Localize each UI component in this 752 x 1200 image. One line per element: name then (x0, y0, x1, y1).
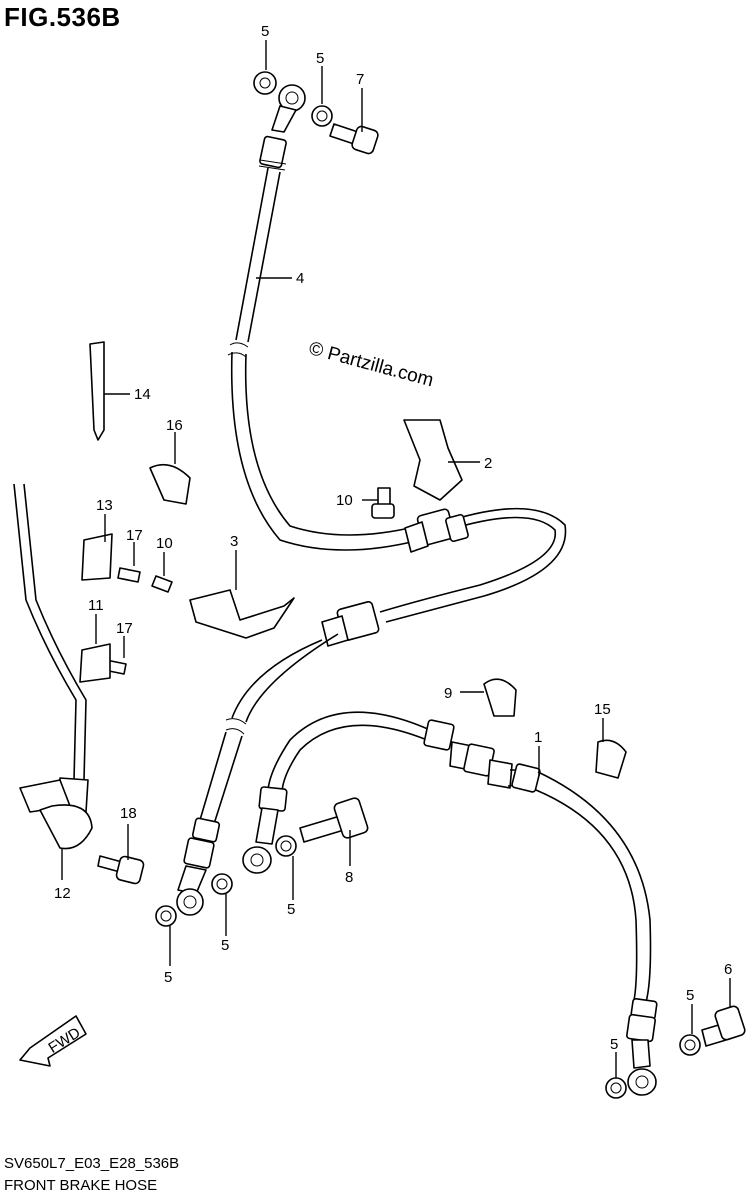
callout-17: 17 (126, 527, 143, 544)
callout-2: 2 (484, 455, 492, 472)
figure-code: SV650L7_E03_E28_536B (4, 1155, 180, 1172)
callout-10: 10 (156, 535, 173, 552)
callout-17: 17 (116, 620, 133, 637)
callout-5: 5 (316, 50, 324, 67)
callout-5: 5 (221, 937, 229, 954)
callout-6: 6 (724, 961, 732, 978)
lower-left-hose (176, 633, 339, 916)
upper-brake-hose (227, 84, 421, 551)
figure-name: FRONT BRAKE HOSE (4, 1177, 158, 1194)
callout-11: 11 (88, 597, 104, 614)
callout-4: 4 (296, 270, 304, 287)
callout-12: 12 (54, 885, 71, 902)
callout-10: 10 (336, 492, 353, 509)
callout-15: 15 (594, 701, 611, 718)
callout-3: 3 (230, 533, 238, 550)
leader-lines (61, 40, 731, 1078)
callout-5: 5 (164, 969, 172, 986)
callout-5: 5 (610, 1036, 618, 1053)
main-brake-hose (242, 711, 658, 1096)
callout-5: 5 (686, 987, 694, 1004)
callout-8: 8 (345, 869, 353, 886)
callout-7: 7 (356, 71, 364, 88)
callout-9: 9 (444, 685, 452, 702)
callout-5: 5 (261, 23, 269, 40)
callout-14: 14 (134, 386, 151, 403)
callouts: 5 5 7 4 14 16 2 10 13 17 10 3 11 17 9 15… (54, 23, 732, 1053)
callout-13: 13 (96, 497, 113, 514)
small-parts (13, 71, 746, 1099)
callout-18: 18 (120, 805, 137, 822)
callout-5: 5 (287, 901, 295, 918)
callout-1: 1 (534, 729, 542, 746)
figure-title: FIG.536B (4, 2, 121, 32)
callout-16: 16 (166, 417, 183, 434)
joint-hose-section (321, 507, 567, 647)
